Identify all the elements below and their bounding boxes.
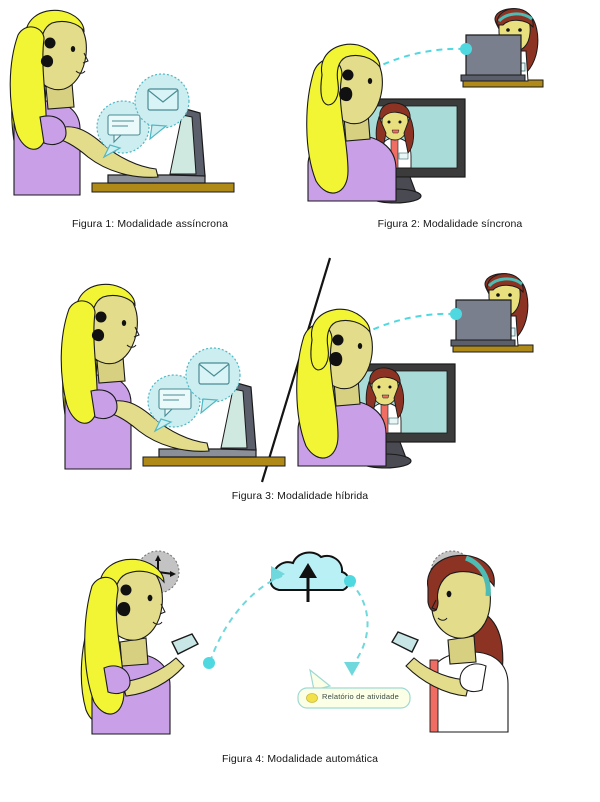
diagonal-divider-icon [260, 257, 332, 483]
student4-arm [121, 657, 185, 697]
illustration-automatic [80, 550, 509, 735]
tutor4-coat [431, 651, 509, 733]
tutor-eye-right [518, 28, 522, 32]
tutor4-sleeve [459, 663, 487, 693]
person-tutor-phone [391, 554, 509, 733]
laptop-icon-remote-right [455, 299, 512, 344]
student-ear-detail [342, 69, 354, 81]
caption-figura-3: Figura 3: Modalidade híbrida [231, 490, 369, 502]
student4-nose [159, 603, 166, 615]
connection-dot-icon-remote [460, 43, 472, 55]
ear-detail-left [95, 311, 107, 323]
student4-mouth [152, 621, 163, 625]
arrow-head-upload-icon [271, 566, 285, 582]
hair-curl-left [91, 329, 105, 342]
smartphone-icon-left [171, 633, 199, 655]
student-eye [367, 78, 373, 84]
tutor-eye-left [506, 28, 510, 32]
panel-figura-1: Figura 1: Modalidade assíncrona [0, 0, 300, 240]
envelope-icon [134, 73, 190, 141]
mouth [75, 70, 86, 74]
illustration-asynchronous [9, 9, 235, 196]
nose [82, 52, 89, 64]
connection-dot-icon-upload [203, 657, 215, 669]
arrow-head-download-icon [344, 662, 360, 676]
hybrid-right-scene [296, 273, 534, 469]
student-hair-curl [339, 87, 353, 102]
student4-ear-detail [120, 584, 132, 596]
laptop-base-remote [460, 74, 526, 82]
caption-figura-1: Figura 1: Modalidade assíncrona [71, 218, 229, 230]
student4-hair-curl [117, 602, 131, 617]
panel-figura-3: Figura 3: Modalidade híbrida [0, 250, 600, 510]
tutor4-arm [405, 657, 471, 697]
activity-report-badge-label: Relatório de atividade [322, 692, 399, 701]
tutor4-eye [446, 590, 452, 598]
mouth-left [126, 344, 137, 348]
hybrid-left-scene [60, 283, 286, 470]
eye-left [121, 320, 127, 326]
laptop-icon-remote [465, 34, 522, 79]
caption-figura-2: Figura 2: Modalidade síncrona [377, 218, 523, 230]
person-student-local [306, 43, 397, 202]
dashed-link-download [349, 581, 369, 667]
tutor4-nose [431, 599, 438, 611]
nose-left [133, 326, 140, 338]
panel-figura-4: Relatório de atividade Figura 4: Modalid… [0, 525, 600, 802]
tutor-headband-icon [497, 12, 533, 23]
laptop-screen-left [220, 388, 248, 449]
illustration-hybrid [60, 257, 534, 483]
laptop-base-remote-right [450, 339, 516, 347]
person-student-local-right [296, 308, 387, 467]
ear-detail [44, 37, 56, 49]
tutor4-coat-trim [429, 659, 439, 733]
badge-dot-icon [306, 693, 318, 703]
hair-side-left [60, 300, 98, 424]
tutor4-headband-icon [464, 555, 491, 597]
connection-dot-icon-download [344, 575, 356, 587]
sleeve-left [90, 389, 118, 420]
laptop-screen [169, 114, 197, 175]
student4-eye [147, 594, 153, 602]
tutor4-hair-front [427, 554, 495, 612]
envelope-icon-left [185, 347, 241, 415]
desk-icon-left [142, 456, 286, 467]
sleeve [39, 115, 67, 146]
connection-dot-icon-remote-right [450, 308, 462, 320]
caption-figura-4: Figura 4: Modalidade automática [221, 753, 379, 765]
tutor-on-screen-right [365, 367, 405, 434]
desk-icon [91, 182, 235, 193]
activity-report-badge[interactable] [297, 668, 411, 709]
dashed-link-upload [209, 575, 283, 663]
hair-side [9, 26, 47, 150]
chat-bubble-icon-left [147, 374, 201, 433]
panel-figura-2: Figura 2: Modalidade síncrona [300, 0, 600, 240]
student4-sleeve [103, 665, 131, 695]
person-student-phone [80, 558, 199, 735]
tutor-headband-icon-right [487, 277, 523, 288]
eye [70, 46, 76, 52]
cloud-upload-icon [269, 551, 350, 602]
student-hair-top [320, 43, 381, 106]
chat-bubble-icon [96, 100, 150, 159]
tutor4-mouth [437, 617, 448, 621]
tutor4-neck [447, 635, 477, 665]
illustration-synchronous [306, 8, 544, 204]
hair-curl [40, 55, 54, 68]
student4-neck [119, 637, 149, 667]
smartphone-icon-right [391, 631, 419, 653]
